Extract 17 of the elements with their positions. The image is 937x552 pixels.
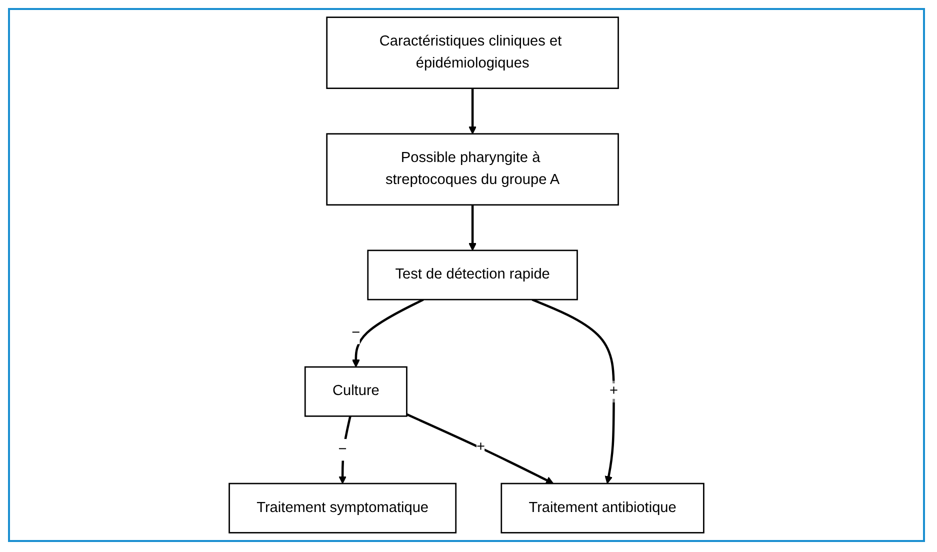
- node-box: [326, 133, 619, 206]
- edge-label: −: [338, 442, 347, 458]
- node-box: [326, 16, 619, 89]
- edge-label: −: [352, 325, 360, 341]
- arrow: [468, 204, 477, 251]
- frame-border: − − + + Caractéristiques cliniques et épidémiologiques Possible pharyngite à streptocoques du groupe A Test de détection rapide Culture Traitement symptomatique Traitement antibiotique: [8, 8, 925, 542]
- arrow: [338, 416, 352, 484]
- edge-label: +: [610, 383, 618, 399]
- node-box: [228, 482, 457, 534]
- arrow: [352, 298, 424, 368]
- arrow: [532, 298, 615, 484]
- node-box: [500, 482, 704, 534]
- edge-label: +: [476, 439, 485, 455]
- arrow: [406, 413, 554, 484]
- node-box: [304, 366, 408, 417]
- arrow: [468, 88, 477, 134]
- node-box: [367, 250, 578, 300]
